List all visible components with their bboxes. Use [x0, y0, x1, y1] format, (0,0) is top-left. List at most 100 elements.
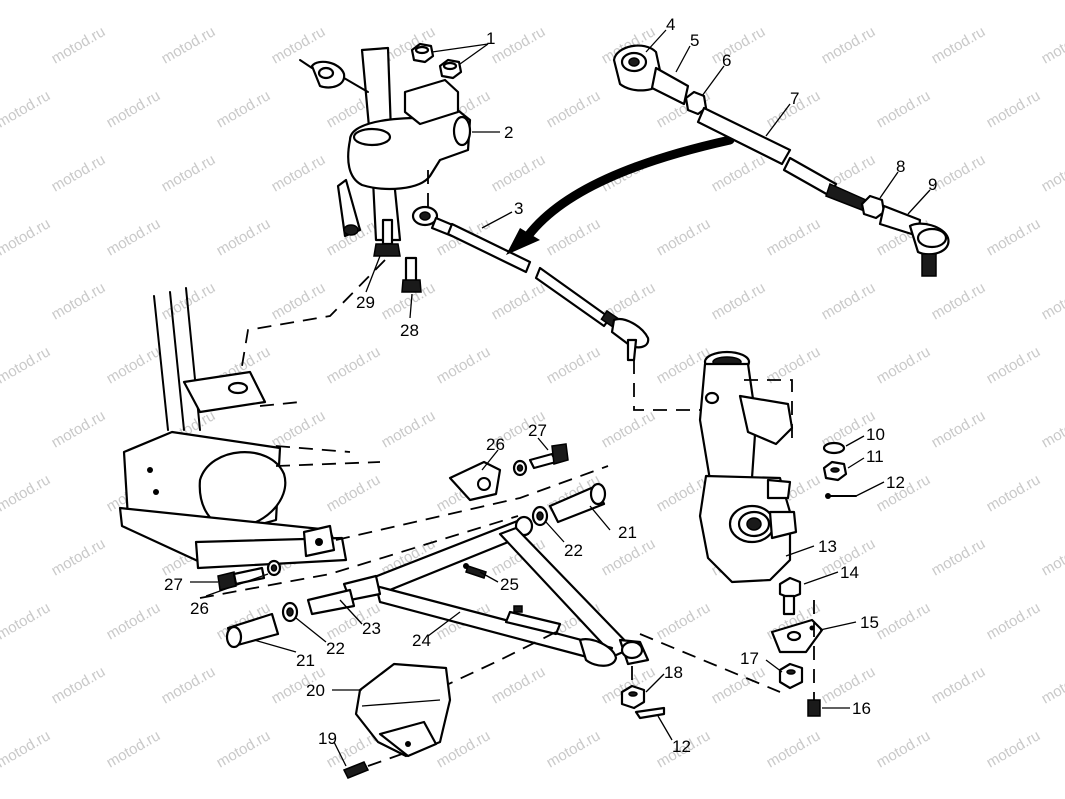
watermark-text: motod.ru	[874, 599, 934, 643]
cotter-pin-12-lower	[634, 706, 666, 720]
watermark-text: motod.ru	[984, 727, 1044, 771]
watermark-text: motod.ru	[269, 23, 329, 67]
watermark-text: motod.ru	[654, 599, 714, 643]
callout-9: 9	[928, 175, 937, 194]
frame-rail-dashed-lower	[199, 515, 519, 599]
watermark-text: motod.ru	[49, 663, 109, 707]
callout-22-upper: 22	[564, 541, 583, 560]
watermark-text: motod.ru	[1039, 151, 1065, 195]
tie-rod	[411, 205, 650, 362]
watermark-text: motod.ru	[434, 343, 494, 387]
cotter-pin-12-upper	[825, 493, 857, 499]
watermark-text: motod.ru	[1039, 407, 1065, 451]
assembly-direction-arrow	[506, 135, 735, 255]
watermark-text: motod.ru	[324, 471, 384, 515]
callout-6: 6	[722, 51, 731, 70]
watermark-text: motod.ru	[489, 151, 549, 195]
callout-20: 20	[306, 681, 325, 700]
watermark-text: motod.ru	[819, 23, 879, 67]
watermark-text: motod.ru	[269, 151, 329, 195]
watermark-text: motod.ru	[544, 87, 604, 131]
watermark-text: motod.ru	[874, 727, 934, 771]
watermark-text: motod.ru	[709, 151, 769, 195]
callout-25: 25	[500, 575, 519, 594]
watermark-text: motod.ru	[929, 23, 989, 67]
watermark-text: motod.ru	[0, 343, 53, 387]
watermark-text: motod.ru	[929, 407, 989, 451]
grease-fitting-25	[463, 563, 487, 579]
callout-8: 8	[896, 157, 905, 176]
watermark-text: motod.ru	[984, 599, 1044, 643]
watermark-text: motod.ru	[104, 215, 164, 259]
nut-17	[778, 662, 804, 690]
watermark-text: motod.ru	[709, 663, 769, 707]
watermark-text: motod.ru	[214, 87, 274, 131]
watermark-text: motod.ru	[0, 87, 53, 131]
watermark-text: motod.ru	[1039, 535, 1065, 579]
watermark-text: motod.ru	[489, 663, 549, 707]
leader-lines	[190, 29, 931, 767]
watermark-text: motod.ru	[709, 279, 769, 323]
callout-4: 4	[666, 15, 675, 34]
dashed-guide-tierod-spindle	[633, 360, 700, 411]
callout-27-lower: 27	[164, 575, 183, 594]
watermark-text: motod.ru	[49, 407, 109, 451]
bolt-16	[807, 600, 821, 717]
watermark-layer: motod.ru motod.ru motod.ru motod.ru motod.ru…	[0, 23, 1065, 771]
nut-1b	[438, 58, 463, 80]
skid-guard-20	[354, 662, 452, 758]
spindle-knuckle	[698, 350, 798, 584]
watermark-text: motod.ru	[489, 23, 549, 67]
callout-16: 16	[852, 699, 871, 718]
bolt-19	[342, 753, 403, 779]
watermark-text: motod.ru	[984, 471, 1044, 515]
watermark-text: motod.ru	[929, 535, 989, 579]
watermark-text: motod.ru	[49, 23, 109, 67]
callout-labels: 1 2 3 4 5 6 7 8 9 10 11 12 12 13 14 15 1…	[164, 15, 937, 756]
callout-13: 13	[818, 537, 837, 556]
watermark-text: motod.ru	[104, 727, 164, 771]
watermark-text: motod.ru	[1039, 663, 1065, 707]
callout-12-lower: 12	[672, 737, 691, 756]
watermark-text: motod.ru	[104, 343, 164, 387]
watermark-text: motod.ru	[984, 87, 1044, 131]
watermark-text: motod.ru	[0, 727, 53, 771]
watermark-text: motod.ru	[544, 343, 604, 387]
steering-post-assembly	[299, 46, 472, 242]
jam-sleeve-5	[650, 66, 690, 106]
callout-5: 5	[690, 31, 699, 50]
watermark-text: motod.ru	[159, 23, 219, 67]
watermark-text: motod.ru	[324, 343, 384, 387]
watermark-text: motod.ru	[214, 727, 274, 771]
callout-10: 10	[866, 425, 885, 444]
bushing-21-upper	[548, 482, 607, 524]
callout-28: 28	[400, 321, 419, 340]
callout-23: 23	[362, 619, 381, 638]
watermark-text: motod.ru	[929, 663, 989, 707]
watermark-text: motod.ru	[49, 535, 109, 579]
jam-nut-8	[860, 194, 886, 220]
callout-22-lower: 22	[326, 639, 345, 658]
watermark-text: motod.ru	[764, 727, 824, 771]
watermark-text: motod.ru	[984, 215, 1044, 259]
callout-29: 29	[356, 293, 375, 312]
plate-15	[770, 618, 824, 654]
callout-3: 3	[514, 199, 523, 218]
watermark-text: motod.ru	[0, 471, 53, 515]
dashed-guide-17	[639, 633, 781, 693]
watermark-text: motod.ru	[104, 599, 164, 643]
nut-1a	[410, 42, 435, 64]
callout-14: 14	[840, 563, 859, 582]
bolt-27-upper	[528, 443, 569, 470]
watermark-text: motod.ru	[49, 279, 109, 323]
watermark-text: motod.ru	[1039, 279, 1065, 323]
callout-21-upper: 21	[618, 523, 637, 542]
callout-24: 24	[412, 631, 431, 650]
watermark-text: motod.ru	[984, 343, 1044, 387]
washer-22-lower	[281, 601, 299, 623]
watermark-text: motod.ru	[874, 87, 934, 131]
callout-15: 15	[860, 613, 879, 632]
watermark-text: motod.ru	[159, 663, 219, 707]
watermark-text: motod.ru	[874, 343, 934, 387]
